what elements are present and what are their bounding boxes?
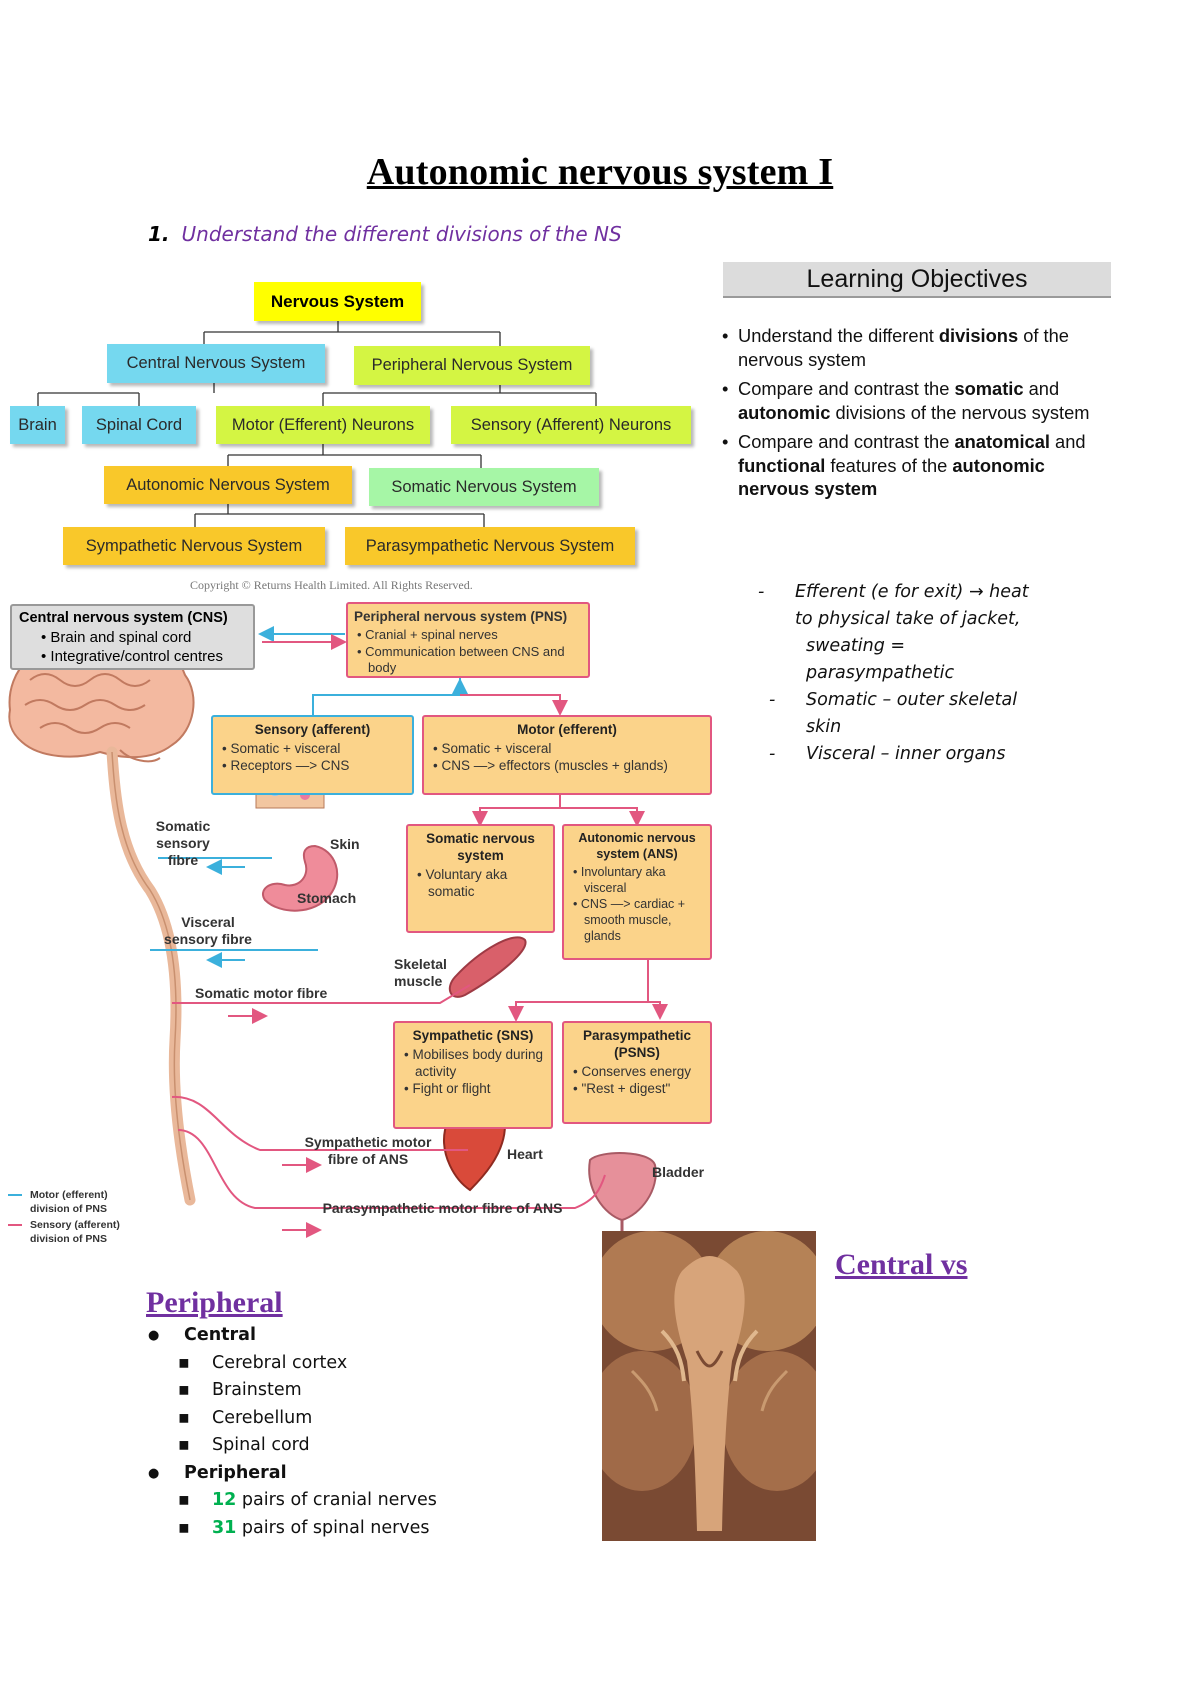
list-item: Voluntary aka somatic	[425, 866, 547, 900]
list-item: Cerebellum	[148, 1405, 437, 1433]
objective-number: 1.	[148, 222, 170, 246]
somatic-motor-label: Somatic motor fibre	[195, 985, 328, 1001]
objective-text: Understand the different divisions of th…	[181, 222, 622, 246]
ans-panel: Autonomic nervous system (ANS) Involunta…	[562, 824, 712, 960]
nervous-system-box: Nervous System	[254, 282, 421, 321]
list-item: Communication between CNS and body	[365, 644, 582, 677]
list-item: Brainstem	[148, 1377, 437, 1405]
pns-panel: Peripheral nervous system (PNS) Cranial …	[346, 602, 590, 678]
skeletal-muscle-illustration	[448, 936, 527, 998]
list-item: Conserves energy	[581, 1063, 704, 1080]
sensory-panel-title: Sensory (afferent)	[254, 722, 371, 737]
skin-label: Skin	[330, 836, 360, 852]
list-item: • Brain and spinal cord	[41, 629, 192, 646]
brainstem-photo	[602, 1231, 816, 1541]
list-item: "Rest + digest"	[581, 1080, 704, 1097]
sensory-panel: Sensory (afferent) Somatic + visceral Re…	[211, 715, 414, 795]
somatic-sensory-label: Somatic sensory fibre	[155, 818, 211, 868]
list-item: Mobilises body during activity	[412, 1046, 545, 1080]
objective-heading: 1. Understand the different divisions of …	[148, 222, 622, 246]
learning-objectives-list: Understand the different divisions of th…	[722, 324, 1114, 507]
legend-sensory: Sensory (afferent) division of PNS	[30, 1219, 120, 1245]
list-item: Peripheral	[148, 1460, 437, 1488]
list-item: 31 pairs of spinal nerves	[148, 1515, 437, 1543]
sensory-neurons-box: Sensory (Afferent) Neurons	[451, 406, 691, 444]
bladder-label: Bladder	[652, 1164, 705, 1180]
list-item: Involuntary aka visceral	[581, 864, 704, 896]
sympathetic-box: Sympathetic Nervous System	[63, 527, 325, 565]
note-somatic-1: Somatic – outer skeletal	[806, 690, 1018, 710]
motor-panel-title: Motor (efferent)	[517, 722, 617, 737]
list-item: Central	[148, 1322, 437, 1350]
cns-box: Central Nervous System	[107, 344, 325, 383]
parasympathetic-box: Parasympathetic Nervous System	[345, 527, 635, 565]
parasympathetic-panel-title: Parasympathetic (PSNS)	[582, 1028, 692, 1060]
list-item: CNS —> effectors (muscles + glands)	[441, 757, 704, 774]
heart-label: Heart	[507, 1146, 543, 1162]
list-item: Fight or flight	[412, 1080, 545, 1097]
note-efferent-2: to physical take of jacket,	[795, 609, 1021, 629]
copyright-text: Copyright © Returns Health Limited. All …	[190, 578, 473, 592]
somatic-ns-panel: Somatic nervous system Voluntary aka som…	[406, 824, 555, 933]
sympathetic-panel: Sympathetic (SNS) Mobilises body during …	[393, 1021, 553, 1129]
cns-panel-title: Central nervous system (CNS)	[19, 610, 228, 626]
list-item: • Integrative/control centres	[41, 648, 224, 665]
legend-motor: Motor (efferent) division of PNS	[30, 1189, 108, 1215]
cns-panel: Central nervous system (CNS) • Brain and…	[10, 604, 255, 670]
list-item: CNS —> cardiac + smooth muscle, glands	[581, 896, 704, 944]
list-item: Compare and contrast the anatomical and …	[722, 430, 1114, 501]
list-item: Cranial + spinal nerves	[365, 627, 582, 644]
list-item: Somatic + visceral	[230, 740, 406, 757]
list-item: Cerebral cortex	[148, 1350, 437, 1378]
stomach-illustration	[262, 844, 339, 912]
peripheral-heading: Peripheral	[146, 1286, 283, 1319]
note-efferent-1: Efferent (e for exit) → heat	[795, 582, 1029, 602]
parasympathetic-motor-label: Parasympathetic motor fibre of ANS	[322, 1200, 563, 1216]
note-efferent-3: sweating =	[806, 636, 906, 656]
flowchart-connectors	[37, 321, 597, 527]
note-dash: -	[769, 690, 776, 710]
spinal-cord-box: Spinal Cord	[82, 406, 196, 444]
list-item: 12 pairs of cranial nerves	[148, 1487, 437, 1515]
skeletal-muscle-label: Skeletal muscle	[394, 956, 447, 989]
note-dash: -	[758, 582, 765, 602]
brain-box: Brain	[10, 406, 65, 444]
list-item: Somatic + visceral	[441, 740, 704, 757]
stomach-label: Stomach	[297, 890, 357, 906]
visceral-sensory-label: Visceral sensory fibre	[164, 914, 252, 947]
note-efferent-4: parasympathetic	[806, 663, 955, 683]
list-item: Receptors —> CNS	[230, 757, 406, 774]
note-dash: -	[769, 744, 776, 764]
ans-panel-title: Autonomic nervous system (ANS)	[578, 831, 696, 861]
ans-box: Autonomic Nervous System	[104, 466, 352, 504]
sympathetic-panel-title: Sympathetic (SNS)	[412, 1028, 534, 1043]
note-visceral: Visceral – inner organs	[806, 744, 1006, 764]
central-vs-heading: Central vs	[835, 1248, 968, 1281]
list-item: Compare and contrast the somatic and aut…	[722, 377, 1114, 424]
somatic-ns-panel-title: Somatic nervous system	[426, 831, 535, 863]
somatic-ns-box: Somatic Nervous System	[369, 468, 599, 506]
list-item: Understand the different divisions of th…	[722, 324, 1114, 371]
motor-neurons-box: Motor (Efferent) Neurons	[216, 406, 430, 444]
list-item: Spinal cord	[148, 1432, 437, 1460]
parasympathetic-panel: Parasympathetic (PSNS) Conserves energy …	[562, 1021, 712, 1124]
learning-objectives-heading: Learning Objectives	[723, 262, 1111, 298]
pns-box: Peripheral Nervous System	[354, 346, 590, 385]
nervous-system-parts-list: Central Cerebral cortex Brainstem Cerebe…	[148, 1322, 437, 1542]
pns-panel-title: Peripheral nervous system (PNS)	[354, 609, 568, 624]
motor-panel: Motor (efferent) Somatic + visceral CNS …	[422, 715, 712, 795]
note-somatic-2: skin	[806, 717, 842, 737]
sympathetic-motor-label: Sympathetic motor fibre of ANS	[304, 1134, 432, 1167]
bladder-illustration	[588, 1152, 657, 1222]
page-title: Autonomic nervous system I	[366, 151, 834, 193]
